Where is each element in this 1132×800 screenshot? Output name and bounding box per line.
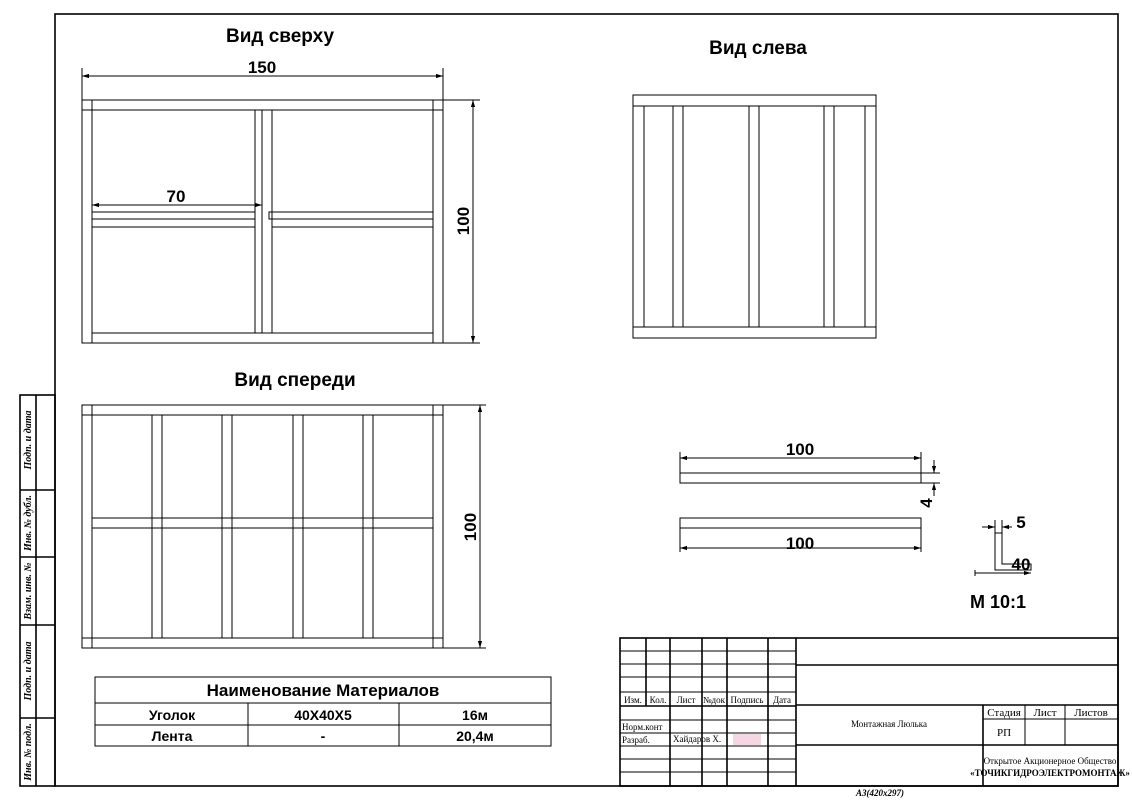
norm-control-label: Норм.конт: [622, 722, 663, 732]
strip-bottom-length-dim: 100: [786, 534, 814, 553]
front-height-dim: 100: [461, 513, 480, 541]
strip-top-length-dim: 100: [786, 440, 814, 459]
scale-label: М 10:1: [970, 592, 1026, 612]
developer-signature: [733, 734, 761, 745]
organization-line-1: Открытое Акционерное Общество: [984, 756, 1117, 766]
strip-thickness-dim: 4: [917, 498, 936, 508]
format-label: А3(420х297): [855, 788, 904, 798]
header-sheet: Лист: [677, 695, 696, 705]
side-label-1: Подп. и дата: [23, 411, 34, 471]
document-name: Монтажная Люлька: [851, 719, 927, 729]
top-width-dim: 150: [248, 58, 276, 77]
materials-title: Наименование Материалов: [207, 681, 440, 700]
developer-label: Разраб.: [622, 735, 650, 745]
header-change: Изм.: [624, 695, 642, 705]
front-view: Вид спереди 100: [81, 370, 486, 649]
side-label-5: Инв. № подл.: [23, 723, 34, 781]
sheets-label: Листов: [1074, 707, 1108, 719]
angle-thickness-dim: 5: [1016, 513, 1025, 532]
header-signature: Подпись: [730, 695, 763, 705]
material-qty-2: 20,4м: [456, 728, 494, 744]
stage-value: РП: [997, 727, 1011, 739]
strip-detail: 100 4 100: [679, 440, 940, 553]
material-profile-1: 40Х40Х5: [294, 707, 352, 723]
left-view-title: Вид слева: [709, 38, 807, 59]
sheet-frame: [54, 13, 1119, 787]
material-qty-1: 16м: [462, 707, 488, 723]
top-view: Вид сверху 150 70 100: [81, 26, 480, 344]
top-height-dim: 100: [454, 207, 473, 235]
top-inner-dim: 70: [167, 187, 186, 206]
header-count: Кол.: [650, 695, 667, 705]
front-view-title: Вид спереди: [234, 370, 355, 391]
material-name-2: Лента: [152, 728, 193, 744]
angle-width-dim: 40: [1012, 555, 1031, 574]
organization-line-2: «ТОЧИКГИДРОЭЛЕКТРОМОНТАЖ»: [970, 768, 1130, 778]
left-view: Вид слева: [632, 38, 877, 339]
material-name-1: Уголок: [149, 707, 196, 723]
developer-name: Хайдаров Х.: [673, 734, 721, 744]
header-doc-no: №док: [703, 695, 726, 705]
angle-detail: 5 40 М 10:1: [970, 513, 1032, 612]
stage-label: Стадия: [987, 707, 1021, 719]
side-label-3: Взам. инв. №: [23, 562, 34, 620]
title-block: Изм. Кол. Лист №док Подпись Дата Норм.ко…: [619, 637, 1130, 787]
top-view-title: Вид сверху: [226, 26, 334, 47]
side-stamp: Подп. и дата Инв. № дубл. Взам. инв. № П…: [19, 394, 56, 787]
material-profile-2: -: [321, 728, 326, 744]
materials-table: Наименование Материалов Уголок 40Х40Х5 1…: [94, 676, 552, 747]
sheet-label: Лист: [1033, 707, 1056, 719]
header-date: Дата: [773, 695, 791, 705]
side-label-2: Инв. № дубл.: [23, 495, 34, 552]
side-label-4: Подп. и дата: [23, 642, 34, 702]
